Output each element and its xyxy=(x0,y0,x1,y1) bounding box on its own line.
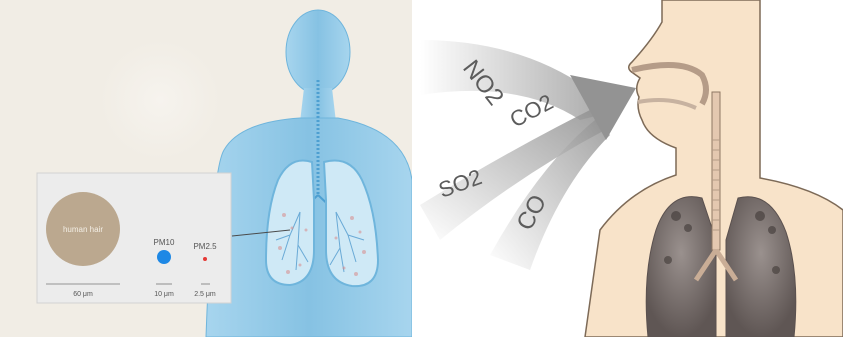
background-glow xyxy=(100,40,220,160)
pm25-label: PM2.5 xyxy=(193,242,217,251)
gas-inhalation-illustration: NO2 CO2 SO2 CO xyxy=(420,0,843,337)
gas-lung-diagram: NO2 CO2 SO2 CO xyxy=(420,0,843,337)
pm25-scale-label: 2.5 μm xyxy=(194,291,216,298)
pm10-dot xyxy=(157,250,171,264)
size-comparison-box: human hair PM10 PM2.5 60 μm 10 μm 2.5 μm xyxy=(37,173,231,303)
pm10-label: PM10 xyxy=(154,238,175,247)
particle-lung-diagram: human hair PM10 PM2.5 60 μm 10 μm 2.5 μm xyxy=(0,0,412,337)
pm10-scale-label: 10 μm xyxy=(154,291,174,298)
particle-size-illustration: human hair PM10 PM2.5 60 μm 10 μm 2.5 μm xyxy=(0,0,412,337)
human-hair-label: human hair xyxy=(63,225,103,234)
hair-scale-label: 60 μm xyxy=(73,291,93,298)
pm25-dot xyxy=(203,257,207,261)
